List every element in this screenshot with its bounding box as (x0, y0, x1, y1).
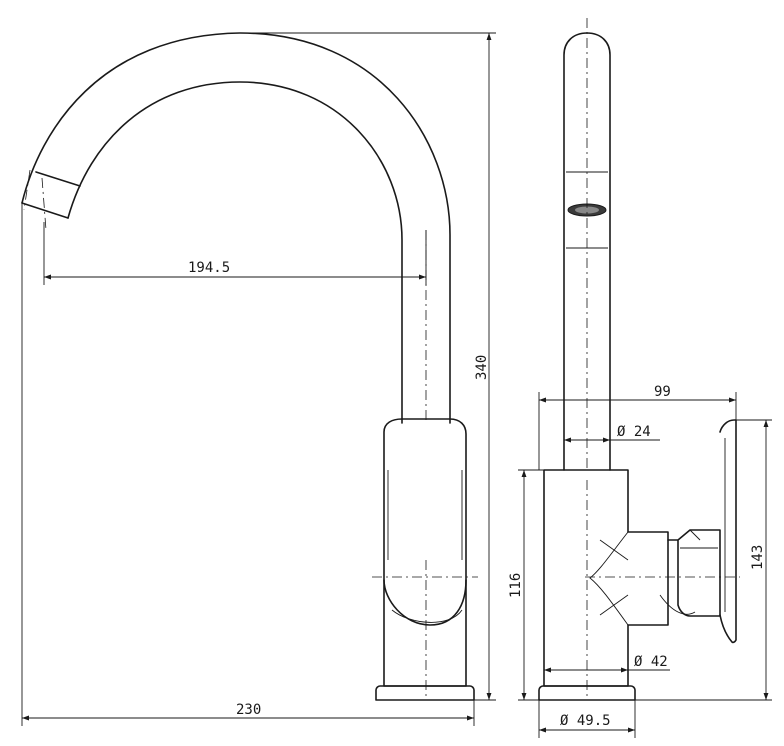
dim-base-diameter: Ø 49.5 (560, 713, 611, 729)
dim-base-width: 230 (236, 702, 261, 718)
base-plate (375, 685, 475, 701)
dim-total-height: 340 (474, 355, 490, 380)
lever-body (383, 418, 467, 626)
spout-inner-curve (67, 81, 403, 424)
dim-side-depth: 99 (654, 384, 671, 400)
lever-connector (667, 529, 721, 617)
front-view: 194.5 340 230 (21, 32, 496, 726)
spout-outer-curve (21, 32, 451, 424)
side-base-plate (538, 685, 636, 701)
dim-spout-reach: 194.5 (188, 260, 230, 276)
dim-spout-diameter: Ø 24 (617, 424, 651, 440)
body-column (383, 579, 467, 687)
spout-tip (21, 171, 81, 219)
side-lever (719, 419, 737, 644)
side-view: 99 Ø 24 116 143 Ø 42 Ø 49.5 (508, 18, 772, 738)
dim-body-height: 116 (508, 573, 524, 598)
dim-body-diameter: Ø 42 (634, 654, 668, 670)
dim-lever-height: 143 (750, 545, 766, 570)
